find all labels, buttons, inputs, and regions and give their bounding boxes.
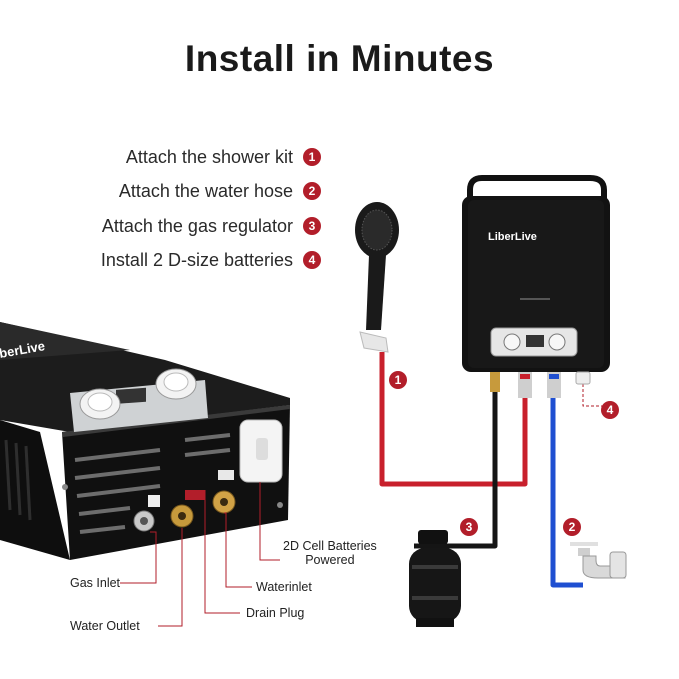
shower-head [355,202,399,353]
gas-inlet-label: Gas Inlet [70,576,121,590]
heater-closeup [0,322,290,560]
water-faucet [570,542,627,579]
step-batteries: Install 2 D-size batteries 4 [101,248,321,272]
batteries-label: 2D Cell Batteries Powered [283,539,377,567]
badge-gas: 3 [460,518,478,536]
step-number-badge: 2 [303,182,321,200]
gas-tank [409,530,461,627]
badge-hose: 2 [563,518,581,536]
brand-logo-front: LiberLive [488,231,537,243]
step-number-badge: 4 [303,251,321,269]
step-text: Attach the gas regulator [101,215,293,236]
batteries-label-line2: Powered [305,553,355,567]
drain-plug-label: Drain Plug [246,606,305,620]
page-title: Install in Minutes [184,38,495,79]
step-number-badge: 3 [303,217,321,235]
water-inlet-label: Waterinlet [256,580,312,594]
water-heater-unit [462,175,610,398]
step-shower-kit: Attach the shower kit 1 [126,145,321,169]
step-gas-regulator: Attach the gas regulator 3 [102,214,321,238]
water-outlet-label: Water Outlet [70,619,140,633]
step-text: Attach the shower kit [125,146,293,167]
step-water-hose: Attach the water hose 2 [119,179,321,203]
step-text: Install 2 D-size batteries [100,249,293,270]
badge-shower: 1 [389,371,407,389]
step-text: Attach the water hose [118,180,293,201]
batteries-label-line1: 2D Cell Batteries [283,539,377,553]
badge-battery: 4 [601,401,619,419]
step-number-badge: 1 [303,148,321,166]
